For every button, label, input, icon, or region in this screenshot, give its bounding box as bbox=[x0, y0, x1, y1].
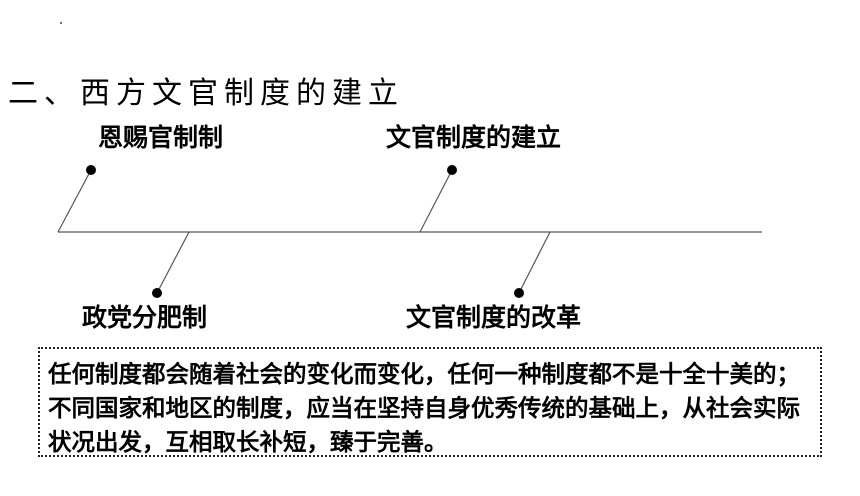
timeline-branch-2 bbox=[419, 169, 453, 233]
timeline-branch-4 bbox=[518, 231, 551, 294]
timeline-marker-4 bbox=[514, 288, 524, 298]
event-label-civil-service-established: 文官制度的建立 bbox=[386, 123, 562, 152]
timeline-branch-1 bbox=[57, 169, 92, 233]
timeline-marker-2 bbox=[447, 165, 457, 175]
summary-text: 任何制度都会随着社会的变化而变化，任何一种制度都不是十全十美的；不同国家和地区的… bbox=[48, 360, 800, 456]
event-label-patronage-system: 恩赐官制制 bbox=[98, 123, 224, 152]
event-label-spoils-system: 政党分肥制 bbox=[82, 303, 208, 332]
timeline-marker-1 bbox=[86, 165, 96, 175]
timeline-marker-3 bbox=[152, 288, 162, 298]
timeline-branch-3 bbox=[156, 231, 190, 294]
page-title: 二、西方文官制度的建立 bbox=[8, 76, 404, 112]
event-label-civil-service-reform: 文官制度的改革 bbox=[406, 303, 582, 332]
stray-dot bbox=[60, 22, 62, 24]
summary-box: 任何制度都会随着社会的变化而变化，任何一种制度都不是十全十美的；不同国家和地区的… bbox=[38, 347, 822, 457]
